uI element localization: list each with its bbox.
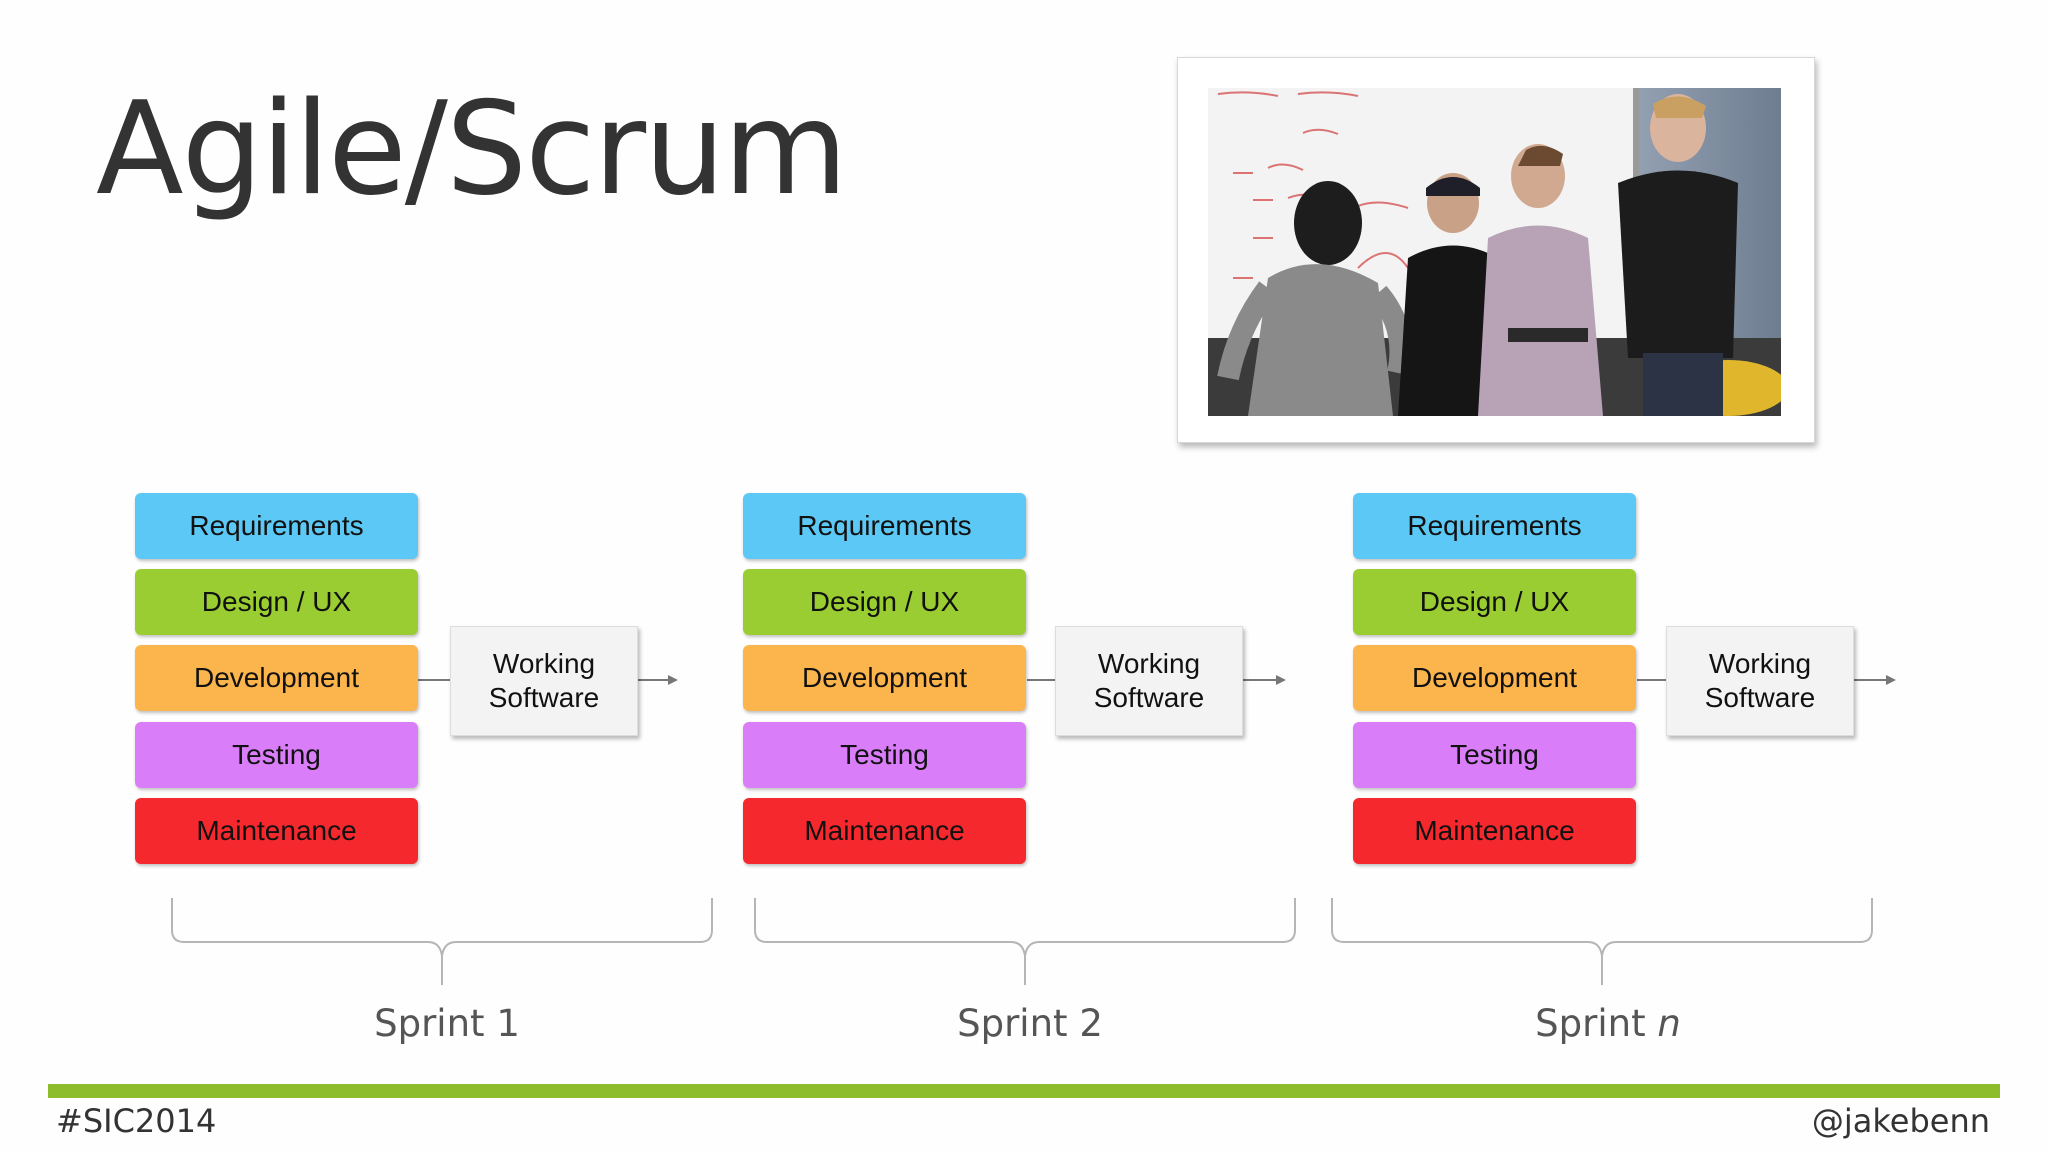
stage-design: Design / UX <box>1353 569 1636 635</box>
team-photo <box>1208 88 1781 416</box>
stage-maintenance: Maintenance <box>743 798 1026 864</box>
working-software-line2: Software <box>488 682 600 713</box>
footer-handle: @jakebenn <box>1811 1102 1990 1140</box>
sprint-label-number: 1 <box>496 1002 520 1045</box>
stage-label: Testing <box>840 739 929 770</box>
sprint-label-prefix: Sprint <box>1535 1002 1658 1045</box>
footer-hashtag: #SIC2014 <box>56 1102 217 1140</box>
sprint-label-number: n <box>1657 1002 1681 1045</box>
sprint-label-number: 2 <box>1079 1002 1103 1045</box>
stage-requirements: Requirements <box>135 493 418 559</box>
stage-label: Requirements <box>189 510 364 541</box>
working-software-line1: Working <box>492 648 596 679</box>
arrow-head <box>1886 675 1896 685</box>
stage-label: Requirements <box>1407 510 1582 541</box>
working-software-box: Working Software <box>1055 626 1243 736</box>
stage-label: Design / UX <box>809 586 960 617</box>
stage-label: Testing <box>1450 739 1539 770</box>
sprint-label-prefix: Sprint <box>957 1002 1080 1045</box>
sprint-n-label: Sprint n <box>1458 1002 1758 1045</box>
stage-development: Development <box>135 645 418 711</box>
stage-design: Design / UX <box>743 569 1026 635</box>
team-photo-illustration <box>1208 88 1781 416</box>
arrow-head <box>1276 675 1286 685</box>
team-photo-frame <box>1177 57 1815 443</box>
stage-label: Maintenance <box>196 815 357 846</box>
stage-maintenance: Maintenance <box>135 798 418 864</box>
stage-label: Design / UX <box>201 586 352 617</box>
stage-testing: Testing <box>1353 722 1636 788</box>
stage-label: Maintenance <box>1414 815 1575 846</box>
working-software-line2: Software <box>1704 682 1816 713</box>
working-software-line1: Working <box>1097 648 1201 679</box>
sprint-1-label: Sprint 1 <box>297 1002 597 1045</box>
working-software-box: Working Software <box>450 626 638 736</box>
stage-label: Design / UX <box>1419 586 1570 617</box>
stage-label: Requirements <box>797 510 972 541</box>
stage-requirements: Requirements <box>743 493 1026 559</box>
stage-design: Design / UX <box>135 569 418 635</box>
working-software-line2: Software <box>1093 682 1205 713</box>
stage-label: Development <box>802 662 967 693</box>
sprint-2-label: Sprint 2 <box>880 1002 1180 1045</box>
stage-testing: Testing <box>135 722 418 788</box>
stage-label: Development <box>1412 662 1577 693</box>
stage-label: Development <box>194 662 359 693</box>
stage-development: Development <box>743 645 1026 711</box>
sprint-n-brace <box>1331 898 1873 985</box>
working-software-line1: Working <box>1708 648 1812 679</box>
arrow-head <box>668 675 678 685</box>
sprint-label-prefix: Sprint <box>374 1002 497 1045</box>
stage-requirements: Requirements <box>1353 493 1636 559</box>
stage-testing: Testing <box>743 722 1026 788</box>
stage-label: Testing <box>232 739 321 770</box>
slide-title: Agile/Scrum <box>96 75 848 224</box>
working-software-box: Working Software <box>1666 626 1854 736</box>
sprint-2-brace <box>754 898 1296 985</box>
footer-accent-bar <box>48 1084 2000 1098</box>
sprint-1-brace <box>171 898 713 985</box>
stage-maintenance: Maintenance <box>1353 798 1636 864</box>
stage-label: Maintenance <box>804 815 965 846</box>
stage-development: Development <box>1353 645 1636 711</box>
